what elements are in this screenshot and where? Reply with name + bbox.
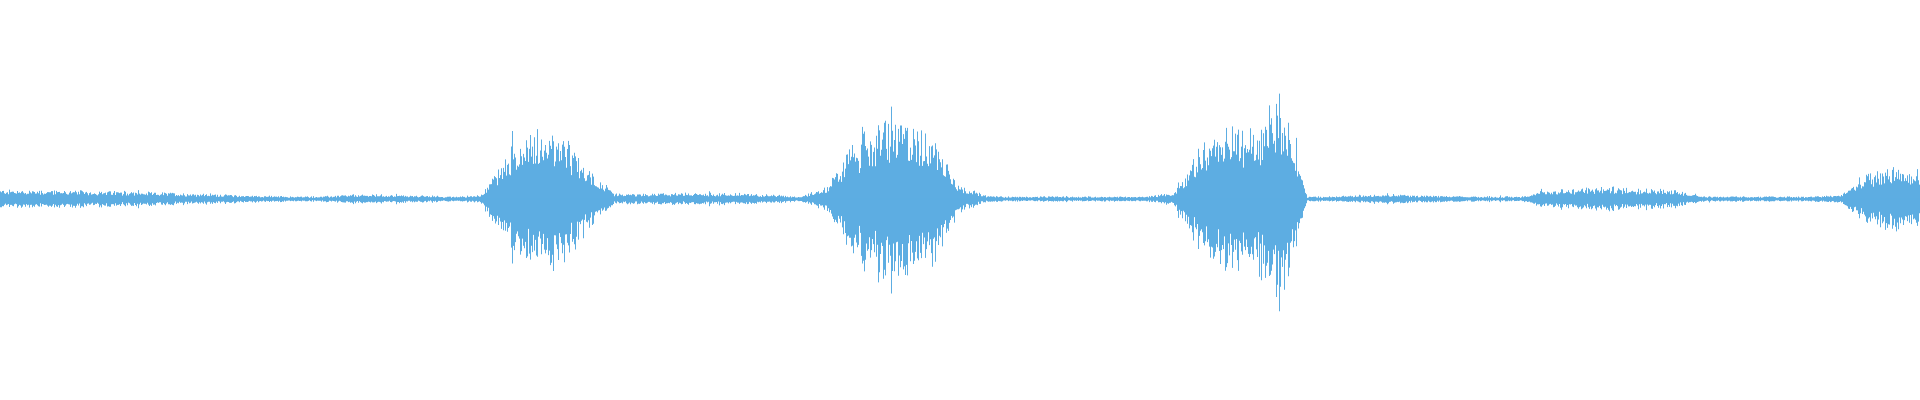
waveform-bars: [0, 93, 1920, 312]
waveform-path: [0, 93, 1920, 312]
